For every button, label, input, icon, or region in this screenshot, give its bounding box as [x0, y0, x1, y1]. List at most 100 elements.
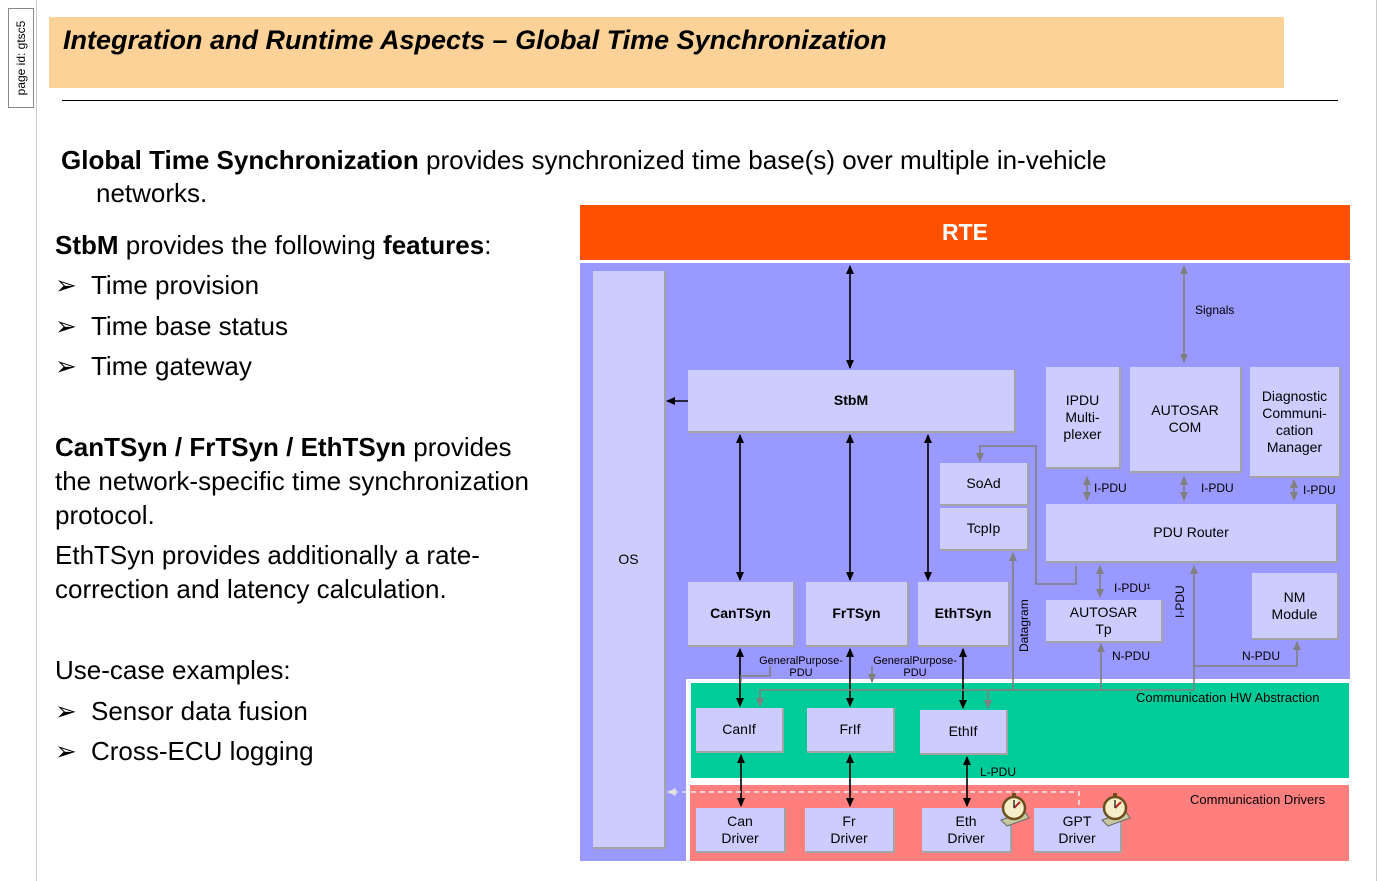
bullet-arrow-icon: ➢	[55, 696, 77, 726]
gp-pdu-line: GeneralPurpose-	[759, 655, 843, 667]
rte-layer: RTE	[580, 205, 1350, 260]
frif-box: FrIf	[807, 708, 895, 753]
tsyn-line2: the network-specific time synchronizatio…	[55, 466, 529, 496]
gpt-os-dashed-line	[667, 788, 1080, 805]
gp-pdu-line: PDU	[789, 667, 813, 679]
usecase-label: Sensor data fusion	[91, 696, 308, 726]
soad-box: SoAd	[940, 463, 1029, 506]
eth-driver-line: Driver	[947, 829, 985, 846]
list-item: ➢ Cross-ECU logging	[55, 734, 314, 768]
feature-label: Time provision	[91, 270, 260, 300]
list-item: ➢ Sensor data fusion	[55, 694, 308, 728]
intro-bold: Global Time Synchronization	[61, 145, 419, 175]
feature-label: Time base status	[91, 311, 289, 341]
list-item: ➢Time base status	[55, 309, 288, 343]
ipdu-label-2: I-PDU	[1201, 481, 1234, 495]
ipdu-mux-line: Multi-	[1065, 408, 1100, 425]
ipdu-mux-line: plexer	[1063, 425, 1102, 442]
fr-driver-line: Fr	[842, 812, 856, 829]
can-driver-line: Can	[727, 812, 753, 829]
intro-rest: provides synchronized time base(s) over …	[418, 145, 1107, 175]
ipdu-label-1: I-PDU	[1094, 481, 1127, 495]
tsyn-line3: protocol.	[55, 500, 155, 530]
ethtsyn-line1: EthTSyn provides additionally a rate-	[55, 540, 480, 570]
rte-label: RTE	[942, 219, 988, 245]
bullet-arrow-icon: ➢	[55, 351, 77, 381]
comm-drivers-label: Communication Drivers	[1190, 792, 1326, 807]
stopwatch-icon	[1101, 793, 1131, 827]
gpt-driver-line: GPT	[1062, 812, 1092, 829]
right-border-line	[1376, 0, 1377, 881]
eth-driver-line: Eth	[955, 812, 977, 829]
os-box: OS	[593, 271, 666, 849]
ipdu1-label: I-PDU¹	[1114, 581, 1151, 595]
tsyn-paragraph: CanTSyn / FrTSyn / EthTSyn provides the …	[55, 430, 575, 606]
title-rule	[62, 100, 1338, 101]
dcm-line: Diagnostic	[1261, 387, 1328, 404]
feature-label: Time gateway	[91, 351, 252, 381]
page-title: Integration and Runtime Aspects – Global…	[63, 25, 887, 55]
stbm-end: :	[484, 230, 492, 260]
can-driver-line: Driver	[721, 829, 759, 846]
ipdu-router-line	[756, 565, 1198, 707]
nm-line: NM	[1283, 588, 1306, 605]
fr-driver-line: Driver	[830, 829, 868, 846]
stbm-mid: provides the following	[118, 230, 384, 260]
com-line: COM	[1168, 419, 1202, 435]
ethtsyn-line2: correction and latency calculation.	[55, 574, 447, 604]
signals-label: Signals	[1195, 303, 1235, 317]
npdu-nm-line	[1194, 641, 1301, 667]
stbm-label: StbM	[833, 392, 869, 408]
ipdu-label-3: I-PDU	[1303, 483, 1336, 497]
stbm-box: StbM	[688, 370, 1016, 433]
stopwatch-icon	[1000, 793, 1030, 827]
gp-pdu-label-can: GeneralPurpose-PDU	[758, 655, 844, 679]
intro-cont: networks.	[96, 178, 208, 208]
page-id-box: page id: gtsc5	[8, 8, 34, 108]
usecase-label: Cross-ECU logging	[91, 736, 314, 766]
stbm-bold: StbM	[55, 230, 119, 260]
list-item: ➢ Time gateway	[55, 349, 252, 383]
ipdu-vertical-label: I-PDU	[1173, 585, 1187, 618]
pdu-router-box: PDU Router	[1046, 504, 1338, 563]
dcm-line: Manager	[1266, 438, 1323, 455]
gpt-driver-line: Driver	[1058, 829, 1096, 846]
frif-label: FrIf	[839, 721, 861, 737]
ipdu-mux-line: IPDU	[1065, 391, 1100, 408]
soad-label: SoAd	[966, 475, 1001, 491]
com-line: AUTOSAR	[1151, 402, 1219, 418]
nm-line: Module	[1271, 605, 1318, 622]
intro-paragraph: Global Time Synchronization provides syn…	[61, 144, 1241, 210]
dcm-line: Communi-	[1262, 404, 1327, 421]
tsyn-line1-rest: provides	[406, 432, 512, 462]
gp-pdu-can-line	[740, 666, 771, 682]
npdu-label-2: N-PDU	[1242, 649, 1280, 663]
cantsyn-label: CanTSyn	[710, 605, 771, 621]
pdu-router-label: PDU Router	[1153, 524, 1229, 540]
features-bold: features	[383, 230, 485, 260]
os-label: OS	[618, 550, 639, 567]
tcpip-box: TcpIp	[940, 508, 1029, 551]
gp-pdu-label-fr: GeneralPurpose-PDU	[872, 655, 958, 679]
usecase-heading: Use-case examples:	[55, 655, 291, 685]
bullet-arrow-icon: ➢	[55, 736, 77, 766]
canif-label: CanIf	[722, 721, 756, 737]
datagram-line	[984, 552, 1017, 709]
canif-box: CanIf	[696, 708, 784, 753]
npdu-label-1: N-PDU	[1112, 649, 1150, 663]
gp-pdu-line: PDU	[903, 667, 927, 679]
ethif-box: EthIf	[920, 710, 1008, 755]
left-border-line	[36, 0, 37, 881]
gp-pdu-line: GeneralPurpose-	[873, 655, 957, 667]
ethif-label: EthIf	[948, 723, 978, 739]
bullet-arrow-icon: ➢	[55, 270, 77, 300]
tcpip-label: TcpIp	[966, 520, 1001, 536]
datagram-label: Datagram	[1017, 599, 1031, 652]
